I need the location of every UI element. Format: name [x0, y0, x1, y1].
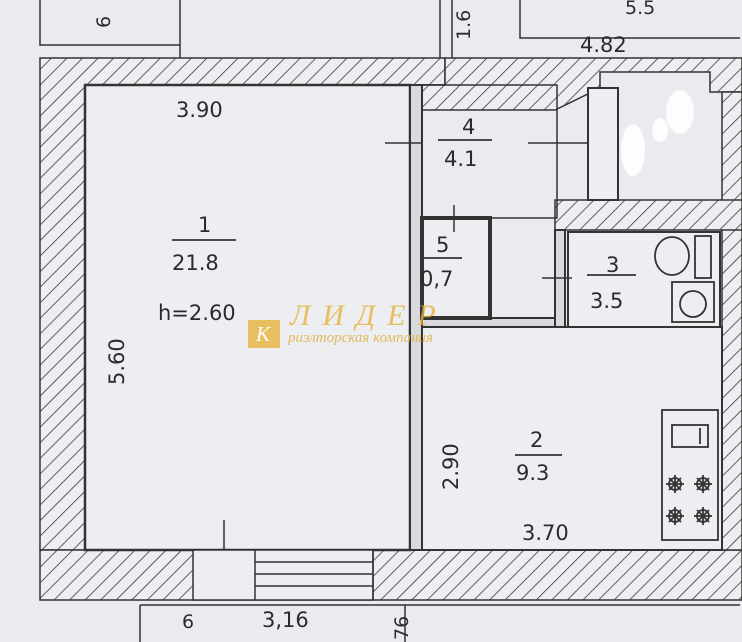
watermark: К ЛИДЕР риэлторская компания	[248, 299, 448, 348]
entrance-stairs	[192, 549, 374, 601]
dim-room2-width: 3.70	[522, 521, 569, 545]
dim-bottom-right-partial: 76	[391, 616, 413, 640]
room-2-number: 2	[530, 428, 543, 452]
room-1-number: 1	[198, 213, 211, 237]
room-3-area: 3.5	[590, 289, 623, 313]
room-4	[421, 84, 558, 219]
room-4-number: 4	[462, 115, 475, 139]
dim-bottom-wall: 3,16	[262, 608, 309, 632]
room-3-number: 3	[606, 253, 619, 277]
room-1-area: 21.8	[172, 251, 219, 275]
dim-top-mid-partial: 1.6	[453, 10, 475, 40]
room-5-area: 0,7	[420, 267, 453, 291]
watermark-tagline: риэлторская компания	[287, 330, 433, 346]
partitions	[409, 84, 619, 551]
watermark-logo-box	[248, 320, 280, 348]
room-2-area: 9.3	[516, 461, 549, 485]
room-4-area: 4.1	[444, 147, 477, 171]
bottom-fragment	[139, 604, 740, 642]
toilet-fixture	[654, 235, 712, 279]
room-5-number: 5	[436, 233, 449, 257]
dim-room2-length: 2.90	[439, 443, 463, 490]
watermark-name: ЛИДЕР	[289, 299, 448, 332]
leader-lines	[223, 142, 588, 550]
dim-room1-length: 5.60	[105, 338, 129, 385]
room-1	[83, 83, 412, 552]
top-left-fragment	[39, 0, 740, 58]
stove-fixture	[661, 409, 719, 541]
ceiling-height: h=2.60	[158, 301, 236, 325]
area-underlines	[172, 139, 636, 456]
dim-top-right: 4.82	[580, 33, 627, 57]
sink-fixture	[671, 281, 715, 323]
dim-room1-width: 3.90	[176, 98, 223, 122]
dim-bottom-left-partial: 6	[182, 611, 194, 633]
watermark-logo-letter: К	[255, 322, 271, 346]
dim-top-right-partial: 5.5	[625, 0, 655, 19]
dim-top-left-partial: 6	[93, 16, 115, 28]
obscured-area	[621, 90, 694, 176]
